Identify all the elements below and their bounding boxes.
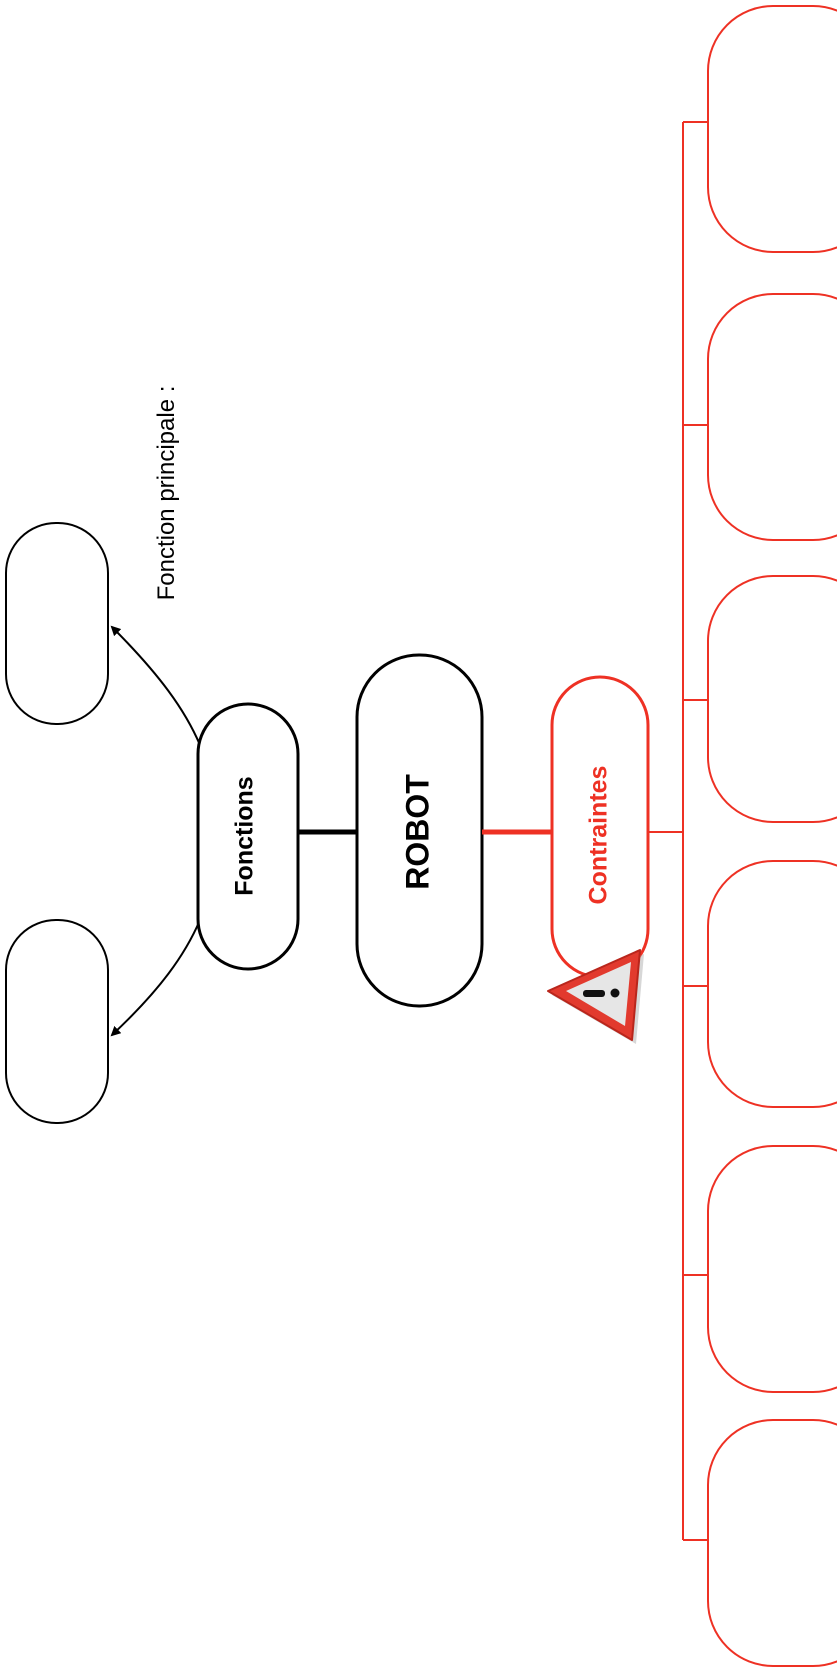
function-arrow-top	[110, 625, 201, 746]
main-function-caption: Fonction principale :	[153, 386, 180, 601]
function-arrow-bottom	[110, 919, 201, 1037]
functions-node	[196, 702, 300, 971]
robot-label: ROBOT	[399, 774, 435, 890]
constraint-slot-box	[707, 1419, 837, 1667]
warning-triangle-icon	[547, 949, 644, 1044]
constraints-bracket-ticks	[683, 121, 708, 1541]
constraints-label: Contraintes	[585, 766, 613, 905]
exclamation-icon	[583, 988, 620, 998]
constraint-slots	[707, 5, 837, 1667]
function-slot-box	[5, 522, 109, 725]
functions-label: Fonctions	[231, 776, 259, 895]
constraint-slot-box	[707, 5, 837, 253]
function-slot-box	[5, 919, 109, 1124]
constraint-slot-box	[707, 860, 837, 1108]
constraint-slot-box	[707, 1145, 837, 1393]
constraint-slot-box	[707, 293, 837, 541]
constraint-slot-box	[707, 575, 837, 823]
